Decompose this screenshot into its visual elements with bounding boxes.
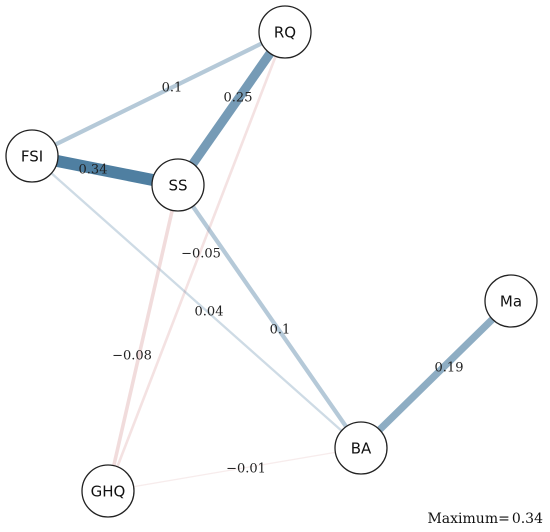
edge-label-fsi-ss: 0.34 [79,163,108,178]
edge-ss-rq [174,29,289,188]
node-circle-rq [258,5,312,59]
node-rq: RQ [258,5,312,59]
node-circle-ss [151,158,205,212]
edge-label-fsi-rq: 0.1 [162,81,183,96]
maximum-legend: Maximum=0.34 [427,511,543,527]
node-fsi: FSI [5,129,59,183]
node-circle-fsi [5,129,59,183]
edge-label-rq-ghq: −0.05 [181,247,221,262]
edge-ba-ma [358,298,514,451]
node-ma: Ma [484,274,538,328]
node-label-ma: Ma [500,293,522,311]
node-circle-ma [484,274,538,328]
edge-ss-ba [176,183,363,450]
edges-layer [30,29,514,492]
edge-label-ss-ba: 0.1 [270,323,291,338]
node-label-ghq: GHQ [91,483,126,501]
edge-fsi-rq [31,30,286,158]
edge-labels-layer: 0.1 0.25 0.34 −0.05 0.04 0.1 −0.08 0.19 −0.01 [79,81,464,477]
node-label-ba: BA [351,440,372,458]
node-ss: SS [151,158,205,212]
edge-ghq-ba [107,447,362,492]
edge-rq-ghq [106,31,287,492]
edge-label-ss-rq: 0.25 [224,91,253,106]
edge-fsi-ba [31,155,362,449]
edge-label-fsi-ba: 0.04 [195,305,224,320]
maximum-prefix: Maximum= [427,511,509,527]
node-circle-ghq [81,464,135,518]
node-label-rq: RQ [274,24,296,42]
node-label-ss: SS [168,177,187,195]
node-circle-ba [334,421,388,475]
edge-label-ss-ghq: −0.08 [112,349,152,364]
node-ghq: GHQ [81,464,135,518]
maximum-value: 0.34 [512,511,543,527]
node-label-fsi: FSI [21,148,43,166]
edge-label-ghq-ba: −0.01 [226,462,266,477]
edge-ss-ghq [106,184,180,492]
node-ba: BA [334,421,388,475]
edge-label-ba-ma: 0.19 [435,361,464,376]
